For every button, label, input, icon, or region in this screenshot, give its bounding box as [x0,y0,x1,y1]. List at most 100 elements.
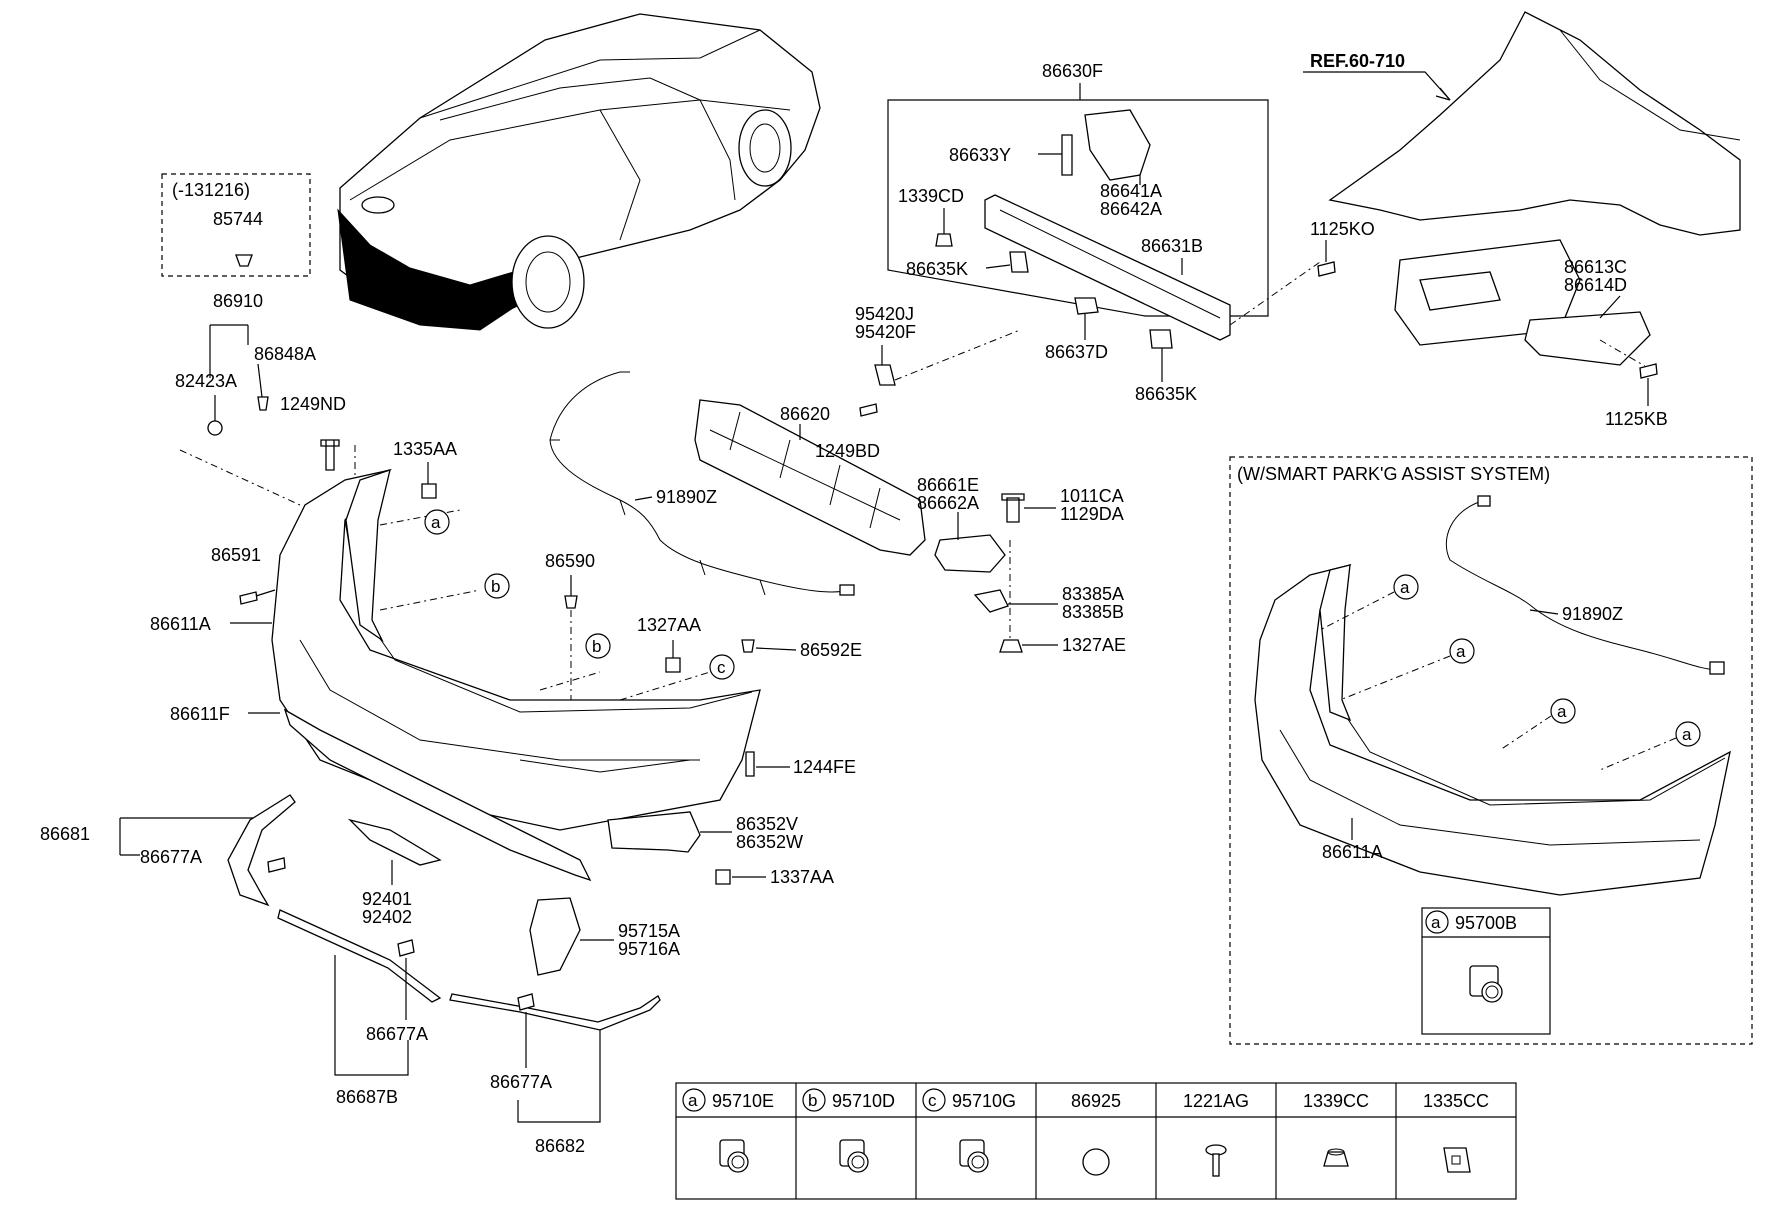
callout-86637D: 86637D [1045,342,1108,362]
callout-86642A: 86642A [1100,199,1162,219]
screw-icon [239,591,258,605]
callout-86682: 86682 [535,1136,585,1156]
letter-a-circle [1449,638,1475,664]
column-part-number: 95710D [832,1091,895,1111]
callout-86687B: 86687B [336,1087,398,1107]
callout-86662A: 86662A [917,493,979,513]
callout-86614D: 86614D [1564,275,1627,295]
smart-parking-assist-inset: (W/SMART PARK'G ASSIST SYSTEM) 91890Z a … [1229,456,1753,1045]
left-garnish [227,794,296,907]
callout-86848A: 86848A [254,344,316,364]
callout-1249BD: 1249BD [815,441,880,461]
callout-1249ND: 1249ND [280,394,346,414]
letter-c-circle [709,654,735,680]
screw-icon [745,751,755,777]
bracket-95420: 95420J 95420F 1249BD [815,304,1021,461]
callout-1327AE: 1327AE [1062,635,1126,655]
column-part-number: 1335CC [1423,1091,1489,1111]
callout-86590: 86590 [545,551,595,571]
callout-95420J: 95420J [855,304,914,324]
parking-sensor-icon [719,1139,749,1173]
clip-icon [1443,1147,1471,1173]
wiring-harness-91890z: 91890Z [549,371,855,596]
table-column-1335CC: 1335CC [1423,1091,1489,1173]
callout-83385B: 83385B [1062,602,1124,622]
table-column-86925: 86925 [1071,1091,1121,1176]
callout-1125KO: 1125KO [1310,219,1375,239]
lower-bumper-parts: 86681 86677A 92401 92402 86352V 86352W 1… [40,708,834,1156]
callout-86631B: 86631B [1141,236,1203,256]
callout-86633Y: 86633Y [949,145,1011,165]
callout-1011CA: 1011CA [1060,486,1124,506]
bolt-icon [1317,261,1336,277]
callout-1129DA: 1129DA [1060,504,1124,524]
callout-86910: 86910 [213,291,263,311]
callout-91890Z: 91890Z [656,487,717,507]
column-part-number: 95710E [712,1091,774,1111]
parking-sensor-icon [839,1139,869,1173]
callout-86630F: 86630F [1042,61,1103,81]
callout-1335AA: 1335AA [393,439,457,459]
parking-sensor-icon [1469,965,1503,1003]
sensor-bracket [529,897,581,976]
inset-title: (W/SMART PARK'G ASSIST SYSTEM) [1237,464,1550,484]
callout-82423A: 82423A [175,371,237,391]
sensor-95700b-box [1421,907,1551,1035]
letter-a: a [1431,913,1441,932]
sensor-part-95700B: 95700B [1455,913,1517,933]
callout-86613C: 86613C [1564,257,1627,277]
callout-1327AA: 1327AA [637,615,701,635]
parking-sensor-icon [959,1139,989,1173]
tow-hook-cover-group: 86661E 86662A 1011CA 1129DA 83385A 83385… [917,475,1126,655]
callout-92402: 92402 [362,907,412,927]
callout-95715A: 95715A [618,921,680,941]
clip-icon [235,254,253,267]
nut-icon [715,869,731,885]
column-letter: c [928,1091,937,1110]
table-column-1221AG: 1221AG [1183,1091,1249,1177]
plug-circle-icon [1082,1148,1110,1176]
letter-a-circle [1675,721,1701,747]
callout-1339CD: 1339CD [898,186,964,206]
callout-86635K: 86635K [1135,384,1197,404]
column-part-number: 1339CC [1303,1091,1369,1111]
callout-86635K: 86635K [906,259,968,279]
table-column-1339CC: 1339CC [1303,1091,1369,1167]
letter-b-circle [484,573,510,599]
bumper-callouts: a b b c 86591 86611A 86590 1327AA 86592E… [150,509,862,777]
bolt-icon [320,439,340,471]
callout-85744: 85744 [213,209,263,229]
column-part-number: 1221AG [1183,1091,1249,1111]
back-beam [984,194,1231,341]
callout-86677A: 86677A [490,1072,552,1092]
nut-icon [999,639,1023,653]
callout-86620: 86620 [780,404,830,424]
screw-icon [397,939,415,957]
letter-a: a [1456,642,1466,661]
lower-right-trim [449,993,661,1031]
screw-icon [1205,1144,1227,1177]
letter-a: a [1400,578,1410,597]
letter-a-circle [424,509,450,535]
callout-86677A: 86677A [140,847,202,867]
clip-icon [564,595,578,609]
lower-left-trim [277,909,442,1003]
callout-1337AA: 1337AA [770,867,834,887]
letter-c: c [717,658,726,677]
callout-86591: 86591 [211,545,261,565]
early-production-fastener-box: (-131216) 85744 [161,173,311,277]
letter-a-circle [1393,574,1419,600]
callout-95716A: 95716A [618,939,680,959]
callout-86611F: 86611F [170,704,230,724]
callout-86352V: 86352V [736,814,798,834]
tow-hook-bracket [1084,109,1151,181]
reflector-strip [347,818,442,866]
inset-callout-91890Z: 91890Z [1562,604,1623,624]
callout-86352W: 86352W [736,832,803,852]
car-illustration [337,13,821,331]
inset-callout-86611A: 86611A [1322,842,1383,862]
callout-92401: 92401 [362,889,412,909]
quarter-panel-ref: REF.60-710 1125KO 86613C 86614D 1125KB [1303,11,1741,429]
